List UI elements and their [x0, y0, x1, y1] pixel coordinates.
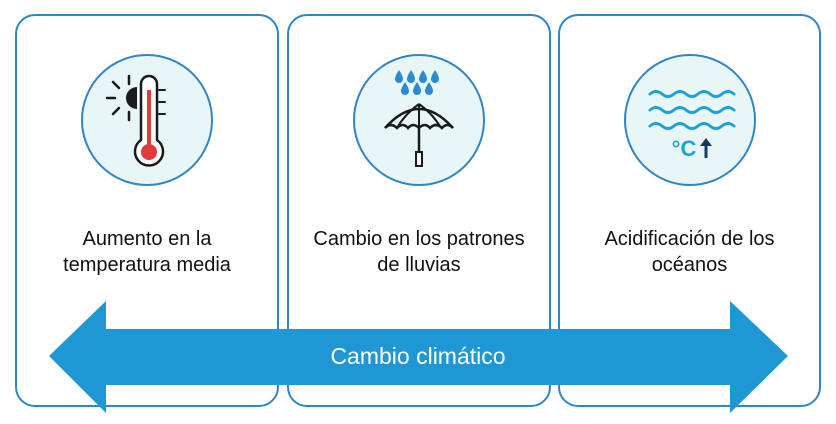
card-label: Acidificación de los océanos: [604, 228, 775, 276]
icon-circle: [353, 54, 485, 186]
celsius-label: °C: [671, 136, 696, 161]
arrow-label: Cambio climático: [330, 343, 506, 369]
icon-circle: [81, 54, 213, 186]
ocean-waves-temperature-icon: °C: [648, 90, 735, 161]
card-label: Cambio en los patrones de lluvias: [313, 228, 525, 276]
card-label: Aumento en la temperatura media: [63, 228, 231, 276]
umbrella-rain-icon: [384, 70, 454, 167]
icon-circle: °C: [623, 54, 756, 186]
thermometer-sun-icon: [105, 74, 166, 167]
